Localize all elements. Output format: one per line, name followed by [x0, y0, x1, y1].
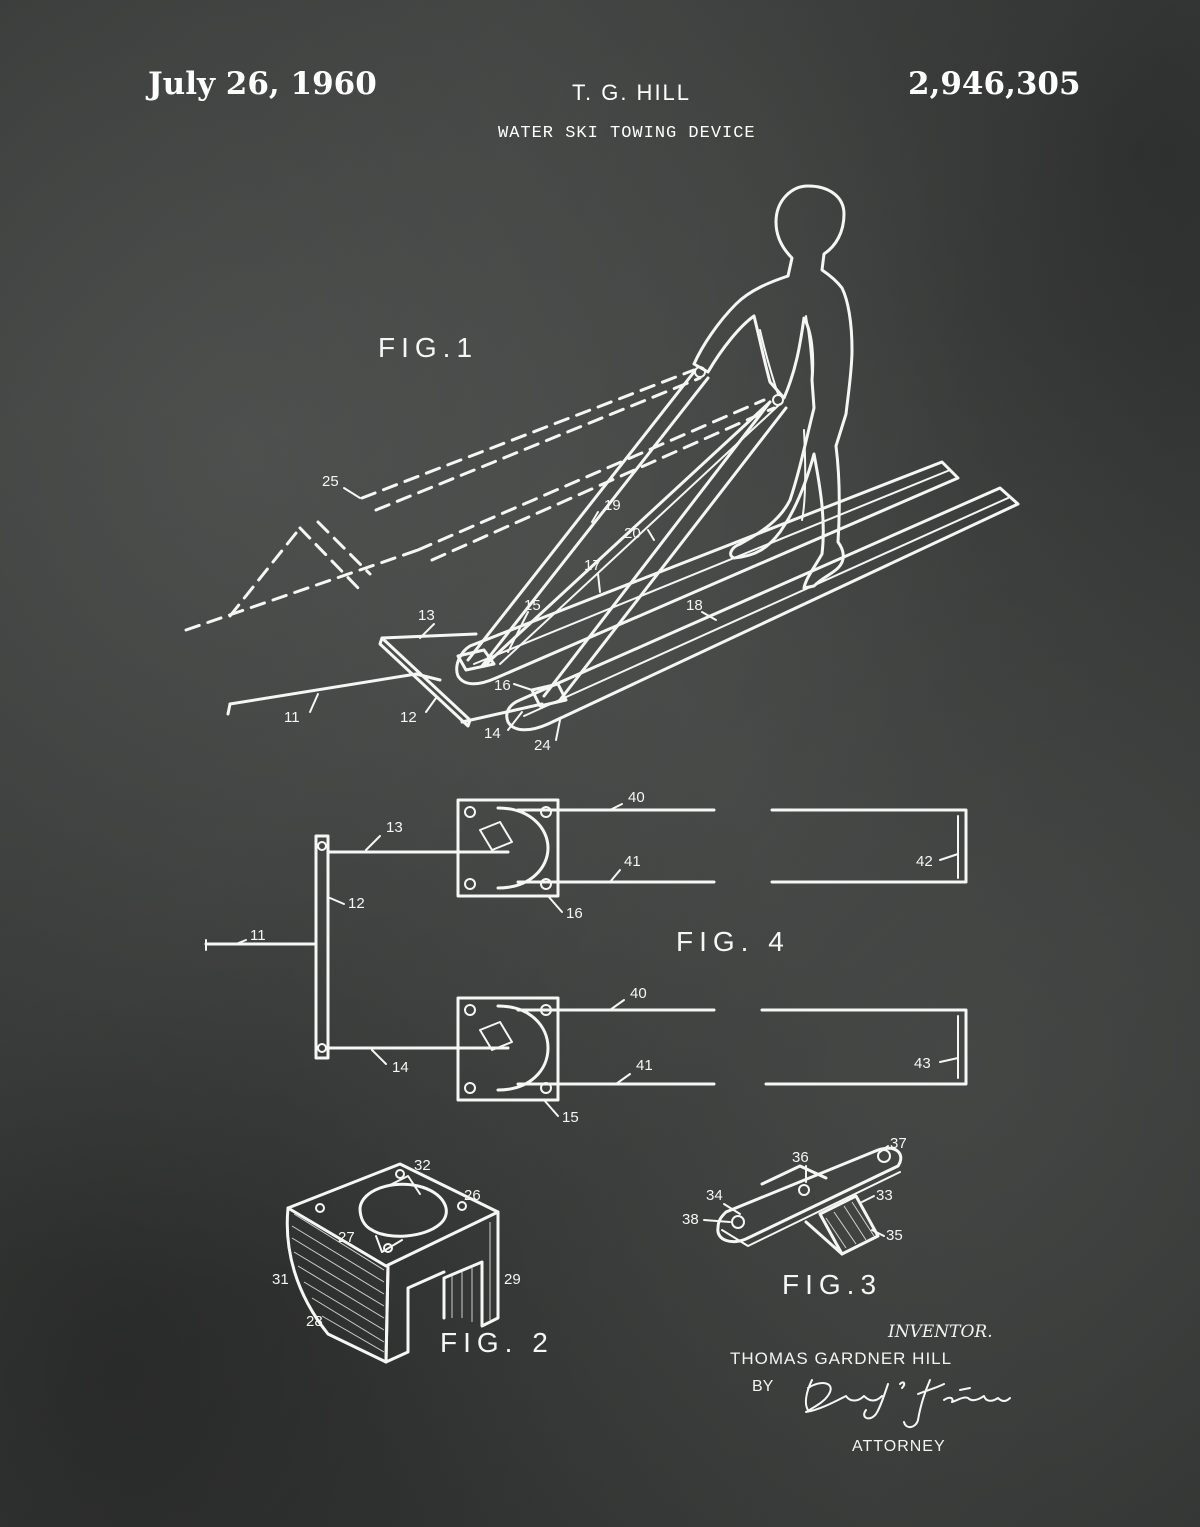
fig2-ref-31: 31	[272, 1271, 289, 1288]
fig4-label: FIG. 4	[676, 926, 790, 957]
fig2-ref-32: 32	[414, 1157, 431, 1174]
figure-1: FIG.1	[184, 184, 1020, 754]
figure-2: FIG. 2	[272, 1157, 554, 1364]
figure-4: FIG. 4	[204, 789, 968, 1126]
fig4-ref-13: 13	[386, 819, 403, 836]
fig1-ref-19: 19	[604, 497, 621, 514]
fig4-ref-11: 11	[250, 927, 266, 944]
fig1-ref-25: 25	[322, 473, 339, 490]
patent-title: WATER SKI TOWING DEVICE	[498, 124, 756, 143]
fig4-ref-41-bottom: 41	[636, 1057, 653, 1074]
by-label: BY	[752, 1378, 774, 1395]
fig4-ref-15: 15	[562, 1109, 579, 1126]
fig1-ref-18: 18	[686, 597, 703, 614]
fig1-ref-11: 11	[284, 709, 300, 726]
water-skis	[455, 460, 1020, 732]
fig1-ref-13: 13	[418, 607, 435, 624]
inventor-role-label: INVENTOR.	[888, 1322, 993, 1342]
fig1-ref-15: 15	[524, 597, 541, 614]
fig3-ref-36: 36	[792, 1149, 809, 1166]
fig3-ref-38: 38	[682, 1211, 699, 1228]
inventor-full-name: THOMAS GARDNER HILL	[730, 1349, 953, 1368]
fig1-ref-14: 14	[484, 725, 501, 742]
attorney-label: ATTORNEY	[852, 1438, 946, 1455]
fig2-ref-27: 27	[338, 1229, 355, 1246]
fig3-ref-33: 33	[876, 1187, 893, 1204]
fig4-ref-40-top: 40	[628, 789, 645, 806]
fig3-ref-37: 37	[890, 1135, 907, 1152]
fig1-label: FIG.1	[378, 332, 478, 363]
fig1-ref-12: 12	[400, 709, 417, 726]
fig1-ref-20: 20	[624, 525, 641, 542]
fig2-ref-26: 26	[464, 1187, 481, 1204]
fig3-ref-35: 35	[886, 1227, 903, 1244]
inventor-short-name: T. G. HILL	[572, 80, 692, 105]
fig2-ref-29: 29	[504, 1271, 521, 1288]
attorney-signature	[804, 1379, 1011, 1428]
fig2-hatching	[291, 1213, 491, 1353]
fig1-ref-17: 17	[584, 557, 601, 574]
fig2-label: FIG. 2	[440, 1327, 554, 1358]
fig1-ref-24: 24	[534, 737, 551, 754]
fig3-ref-34: 34	[706, 1187, 723, 1204]
fig4-ref-40-bottom: 40	[630, 985, 647, 1002]
fig4-ref-43: 43	[914, 1055, 931, 1072]
fig3-hatching	[825, 1201, 875, 1249]
fig4-ref-14: 14	[392, 1059, 409, 1076]
fig4-ref-42: 42	[916, 853, 933, 870]
figure-3: FIG.3 37 36 34 33 38 35	[682, 1135, 907, 1300]
fig2-ref-28: 28	[306, 1313, 323, 1330]
patent-number: 2,946,305	[908, 66, 1081, 102]
fig3-label: FIG.3	[782, 1269, 882, 1300]
fig4-ref-16: 16	[566, 905, 583, 922]
fig4-ref-41-top: 41	[624, 853, 641, 870]
skier-figure	[692, 184, 854, 590]
fig4-ref-12: 12	[348, 895, 365, 912]
fig1-ref-16: 16	[494, 677, 511, 694]
patent-date: July 26, 1960	[148, 66, 377, 102]
